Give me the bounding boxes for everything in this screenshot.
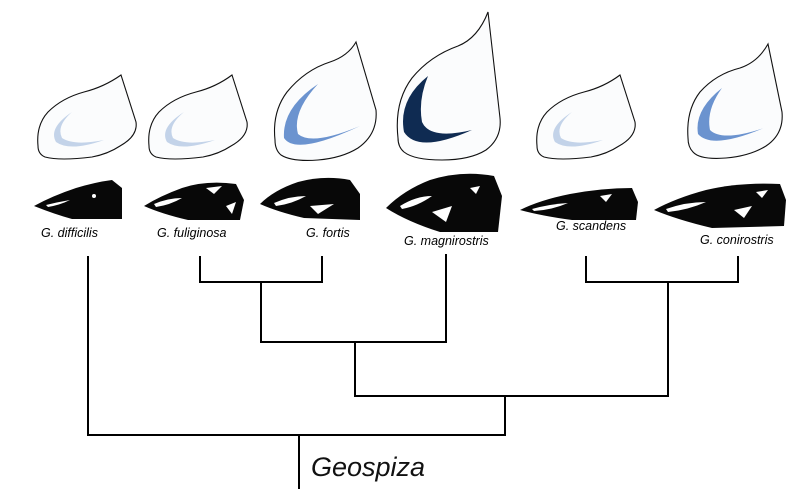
beak-photo-scandens <box>520 188 638 220</box>
genus-label: Geospiza <box>311 452 425 482</box>
crescent-conirostris <box>697 88 764 141</box>
phylogenetic-tree <box>87 254 739 489</box>
beak-photo-magnirostris <box>386 173 502 232</box>
beak-diagram-conirostris <box>687 42 783 159</box>
branch-scandens-conirostris <box>585 256 739 283</box>
beak-diagram-scandens <box>536 74 636 160</box>
beak-photos <box>34 173 786 232</box>
beak-photo-fuliginosa <box>144 182 244 220</box>
branch-root <box>87 256 506 436</box>
crescent-fuliginosa <box>165 112 215 147</box>
label-difficilis: G. difficilis <box>41 226 98 240</box>
crescent-difficilis <box>54 112 104 147</box>
branch-fuliginosa-fortis <box>199 256 323 283</box>
beak-diagram-fuliginosa <box>148 74 248 160</box>
crescent-fortis <box>283 84 360 145</box>
beak-diagrams <box>37 11 783 161</box>
branch-ground-finch-clade <box>260 254 447 343</box>
branch-major-clades <box>354 281 669 397</box>
beak-diagram-magnirostris <box>396 11 501 161</box>
label-conirostris: G. conirostris <box>700 233 774 247</box>
beak-photo-difficilis <box>34 180 122 219</box>
beak-photo-conirostris <box>654 183 786 228</box>
beak-diagram-fortis <box>273 40 377 161</box>
label-scandens: G. scandens <box>556 219 626 233</box>
crescent-scandens <box>553 112 603 147</box>
label-fuliginosa: G. fuliginosa <box>157 226 227 240</box>
beak-diagram-difficilis <box>37 74 137 160</box>
species-labels: G. difficilis G. fuliginosa G. fortis G.… <box>41 219 774 248</box>
label-magnirostris: G. magnirostris <box>404 234 489 248</box>
label-fortis: G. fortis <box>306 226 350 240</box>
beak-photo-fortis <box>260 177 360 220</box>
crescent-magnirostris <box>403 76 472 143</box>
